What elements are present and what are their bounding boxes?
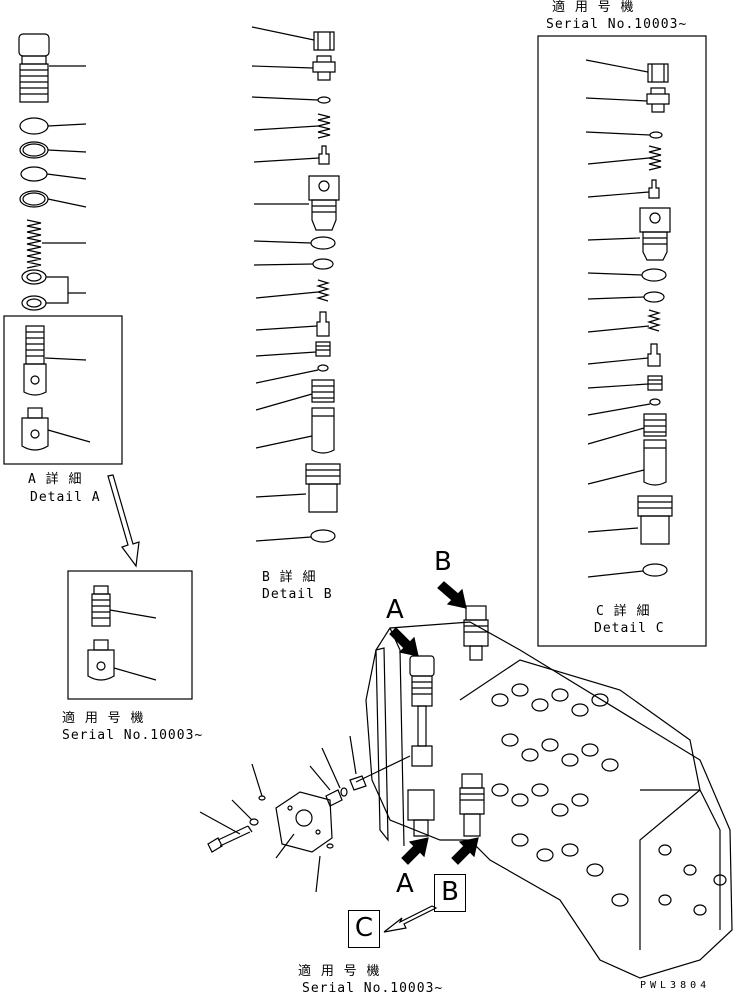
flange-assembly: [199, 763, 334, 893]
detail-a-title-en: Detail A: [30, 490, 101, 505]
detail-c-title-jp: C 詳 細: [596, 604, 651, 619]
detail-b-title-jp: B 詳 細: [262, 570, 317, 585]
detail-c-serial-en: Serial No.10003~: [546, 17, 688, 32]
view-label-b-top: B: [434, 547, 452, 577]
detail-a-title-jp: A 詳 細: [28, 472, 83, 487]
detail-c-title-en: Detail C: [594, 621, 665, 636]
view-label-a-bottom: A: [396, 869, 414, 899]
view-arrow-a-bottom: [401, 837, 429, 865]
detail-a-alt-serial-en: Serial No.10003~: [62, 728, 204, 743]
detail-c-serial-jp: 適 用 号 機: [552, 0, 635, 15]
relief-valve-b: [463, 605, 489, 661]
spring: [26, 219, 86, 269]
detail-b-parts: [251, 26, 341, 543]
main-serial-jp: 適 用 号 機: [298, 964, 381, 979]
detail-c-box: [537, 35, 707, 647]
view-arrow-a-top: [389, 627, 419, 657]
relief-valve-a: [407, 655, 435, 837]
o-ring: [19, 117, 87, 135]
detail-a-alt-serial-jp: 適 用 号 機: [62, 711, 145, 726]
small-o-ring: [251, 96, 331, 104]
o-ring: [20, 166, 87, 182]
detail-c-parts: [537, 35, 707, 647]
port-bumps: [491, 683, 727, 916]
detail-b-title-en: Detail B: [262, 587, 333, 602]
pin: [253, 145, 330, 165]
spring-b: [255, 379, 335, 411]
main-poppet-b: [255, 407, 335, 454]
valve-poppet: [23, 325, 87, 396]
small-ring-b: [255, 364, 329, 384]
o-ring-b1: [253, 236, 336, 250]
view-arrow-b-bottom: [451, 837, 479, 865]
view-label-c-boxed: C: [348, 910, 380, 948]
small-spring-b: [255, 279, 331, 302]
small-spring: [253, 113, 331, 139]
pilot-poppet: [255, 311, 330, 337]
drawing-code: PWL3804: [640, 980, 711, 991]
backup-ring-b: [253, 258, 334, 270]
view-arrow-b-top: [437, 581, 467, 609]
detail-a-transition-arrow: [107, 474, 140, 568]
valve-body-b: [255, 463, 341, 513]
adjust-screw: [251, 55, 336, 81]
cap-nut: [251, 26, 335, 51]
seal-pair: [21, 269, 86, 311]
control-valve-assembly: [199, 581, 733, 979]
plug-and-spacer: [309, 735, 411, 807]
o-ring-b2: [255, 529, 336, 543]
view-label-a-top: A: [386, 595, 404, 625]
detail-a-box: [3, 315, 123, 465]
detail-a-parts: [3, 33, 123, 465]
valve-seat: [21, 407, 91, 451]
pilot-body: [254, 175, 340, 231]
backup-ring: [19, 141, 87, 159]
relief-valve-c: [459, 773, 485, 837]
seat-b: [255, 341, 331, 357]
view-arrow-c: [383, 905, 438, 933]
view-label-b-boxed: B: [434, 874, 466, 912]
main-serial-en: Serial No.10003~: [302, 981, 444, 996]
detail-a-alt-parts: [67, 570, 193, 700]
backup-ring: [19, 190, 87, 208]
detail-a-alt-box: [67, 570, 193, 700]
relief-valve-plug: [18, 33, 86, 103]
